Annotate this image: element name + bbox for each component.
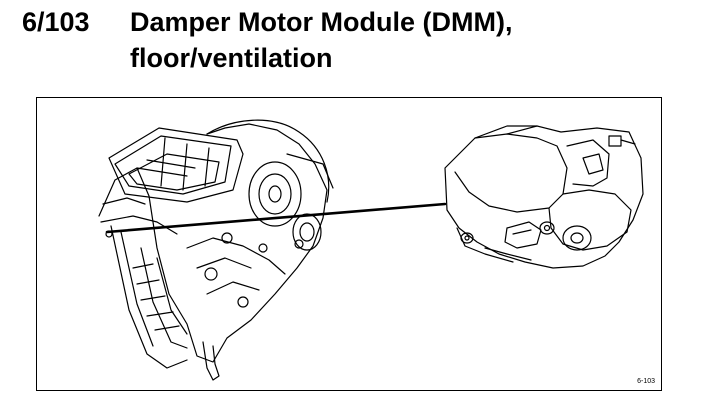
- title-line-2: floor/ventilation: [130, 43, 333, 73]
- section-heading: 6/103 Damper Motor Module (DMM), floor/v…: [22, 4, 512, 76]
- damper-motor-module-drawing: [444, 125, 644, 269]
- section-title: Damper Motor Module (DMM), floor/ventila…: [130, 4, 512, 76]
- hvac-housing-drawing: [98, 119, 334, 381]
- title-line-1: Damper Motor Module (DMM),: [130, 7, 513, 37]
- illustration-frame: 6-103: [36, 97, 662, 391]
- section-number: 6/103: [22, 7, 90, 37]
- leader-line: [105, 202, 447, 234]
- figure-id: 6-103: [637, 378, 655, 385]
- line-drawing: [98, 119, 644, 381]
